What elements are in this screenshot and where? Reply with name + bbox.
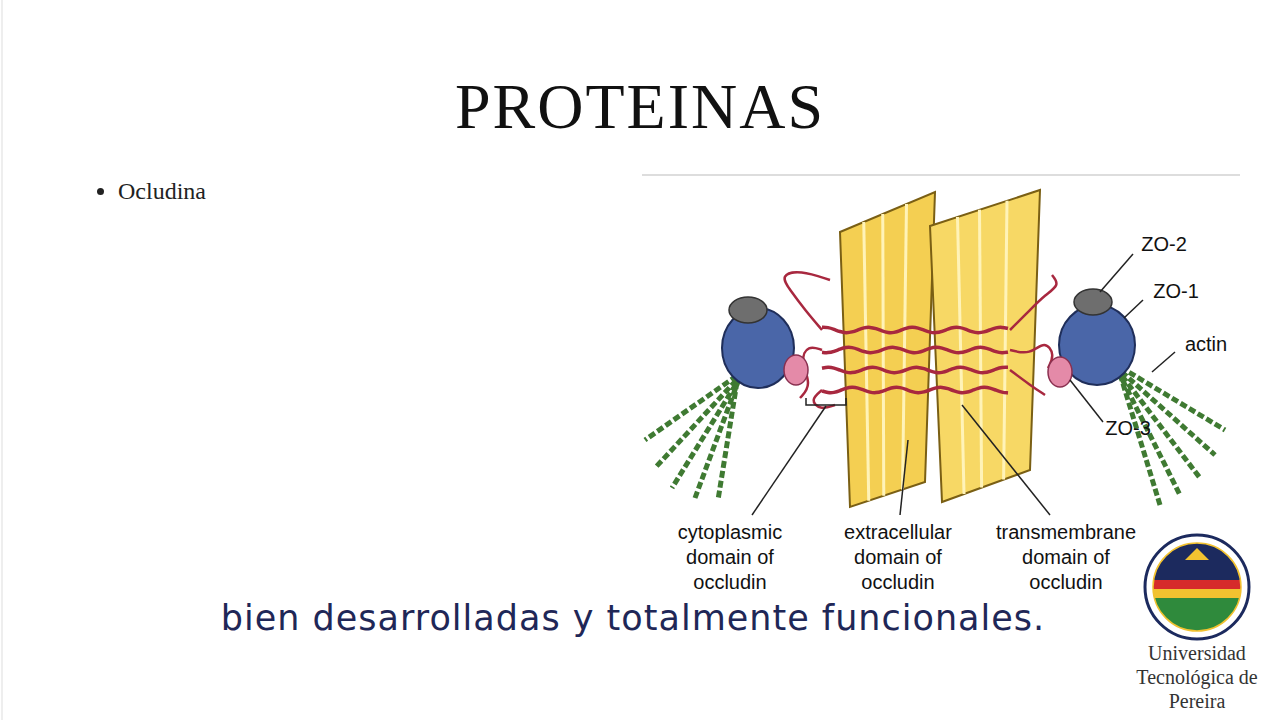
leader-line [1152, 352, 1175, 372]
zo-2-right [1074, 289, 1112, 315]
leader-line [900, 440, 908, 515]
leader-line [1124, 300, 1143, 318]
membrane-stripe [883, 214, 884, 496]
occludin-strand [822, 327, 1008, 332]
part-label: ZO-1 [1141, 279, 1211, 304]
bullet-item: Ocludina [118, 178, 206, 205]
occludin-tail [1010, 370, 1045, 395]
membrane-right [930, 190, 1040, 502]
membrane-stripe [864, 222, 869, 501]
occludin-tail [1010, 345, 1052, 368]
leader-line [752, 406, 826, 515]
part-label: actin [1166, 332, 1246, 357]
occludin-tail [785, 272, 830, 330]
part-label: extracellular domain of occludin [822, 520, 974, 595]
occludin-strand [822, 387, 1008, 393]
bullet-list: Ocludina [92, 178, 206, 205]
zo-proteins [722, 289, 1135, 388]
actin-filament [645, 370, 745, 440]
seal-ring [1145, 535, 1249, 639]
edge-line [2, 0, 3, 720]
part-label: cytoplasmic domain of occludin [654, 520, 806, 595]
part-label: transmembrane domain of occludin [990, 520, 1142, 595]
zo-3-left [784, 355, 808, 385]
seal-inner [1153, 543, 1241, 631]
bracket [806, 398, 846, 405]
actin-filament [718, 382, 737, 500]
occludin-tail [1010, 275, 1056, 330]
actin-filament [1120, 374, 1160, 505]
leader-line [962, 405, 1050, 515]
seal-band [1150, 589, 1245, 598]
university-seal [1145, 535, 1249, 639]
leader-line [1070, 380, 1103, 422]
occludin-strands [785, 272, 1057, 407]
actin-filaments [645, 362, 1225, 505]
leader-line [1100, 254, 1133, 292]
occludin-strand [822, 367, 1008, 372]
occludin-strand [822, 347, 1008, 352]
university-name: Universidad Tecnológica de Pereira [1132, 641, 1262, 713]
membrane-stripe [958, 217, 965, 494]
actin-filament [655, 373, 743, 468]
zo-3-right [1048, 357, 1072, 387]
rule-line [642, 175, 1240, 176]
leader-lines [752, 254, 1175, 515]
membrane-stripe [903, 204, 907, 490]
membrane-stripes [864, 201, 1007, 501]
subtitle-caption: bien desarrolladas y totalmente funciona… [0, 598, 1266, 638]
slide-title: PROTEINAS [0, 70, 1280, 144]
part-label: ZO-3 [1093, 416, 1163, 441]
part-label: ZO-2 [1129, 232, 1199, 257]
actin-filament [1114, 365, 1215, 455]
membrane-stripe [1004, 201, 1007, 480]
seal-emblem [1185, 548, 1209, 560]
seal-band [1150, 580, 1245, 589]
zo-2-left [729, 297, 767, 323]
